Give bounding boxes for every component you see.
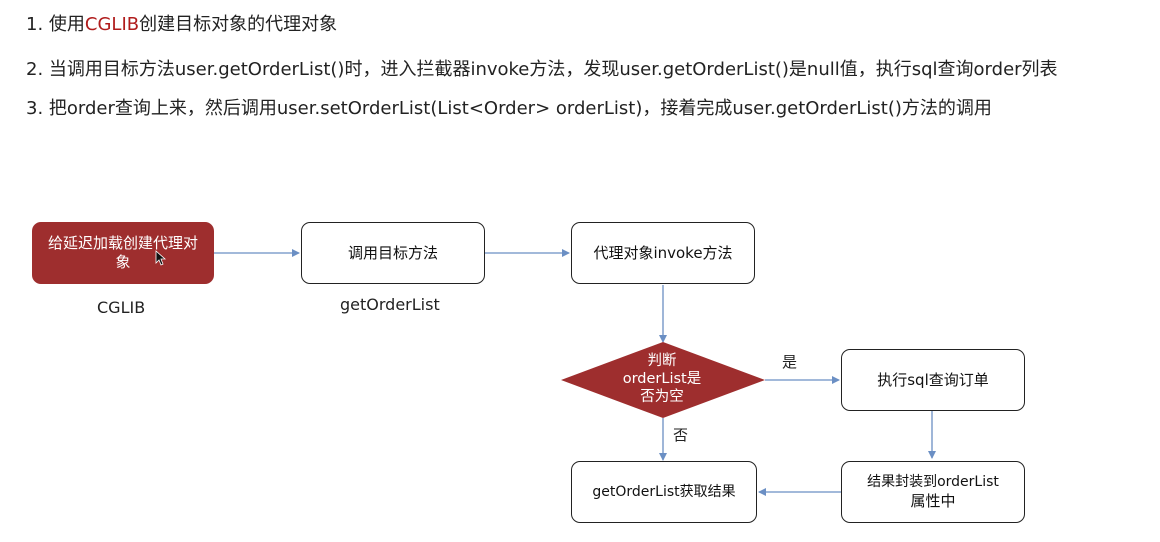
yes-label: 是 <box>782 353 798 371</box>
wrap-node: 结果封装到orderList 属性中 <box>841 461 1025 523</box>
step-3: 3. 把order查询上来，然后调用user.setOrderList(List… <box>26 98 992 119</box>
wrap-node-label-line2: 属性中 <box>910 492 956 510</box>
step-1-suffix: 创建目标对象的代理对象 <box>139 14 338 35</box>
query-node-label: 执行sql查询订单 <box>877 370 989 389</box>
decision-label-line3: 否为空 <box>640 389 684 405</box>
result-node-label: getOrderList获取结果 <box>592 483 736 500</box>
step-2: 2. 当调用目标方法user.getOrderList()时，进入拦截器invo… <box>26 59 1058 80</box>
mouse-cursor-icon <box>155 250 167 266</box>
decision-label-line2: orderList是 <box>622 371 702 387</box>
step-1: 1. 使用CGLIB创建目标对象的代理对象 <box>26 14 337 36</box>
no-label: 否 <box>673 426 689 444</box>
call-node: 调用目标方法 <box>301 222 485 284</box>
proxy-node: 代理对象invoke方法 <box>571 222 755 284</box>
start-node-caption: CGLIB <box>97 298 146 317</box>
result-node: getOrderList获取结果 <box>571 461 757 523</box>
query-node: 执行sql查询订单 <box>841 349 1025 411</box>
call-node-caption: getOrderList <box>340 295 440 314</box>
step-1-highlight: CGLIB <box>84 14 140 35</box>
decision-node-label: 判断 orderList是 否为空 <box>590 350 734 408</box>
call-node-label: 调用目标方法 <box>347 243 438 262</box>
decision-label-line1: 判断 <box>647 353 677 369</box>
wrap-node-label-line1: 结果封装到orderList <box>867 474 999 490</box>
decision-diamond <box>561 342 765 418</box>
start-node: 给延迟加载创建代理对象 <box>32 222 214 284</box>
start-node-label: 给延迟加载创建代理对象 <box>48 234 199 271</box>
step-1-prefix: 1. 使用 <box>26 14 85 35</box>
proxy-node-label: 代理对象invoke方法 <box>593 243 733 262</box>
